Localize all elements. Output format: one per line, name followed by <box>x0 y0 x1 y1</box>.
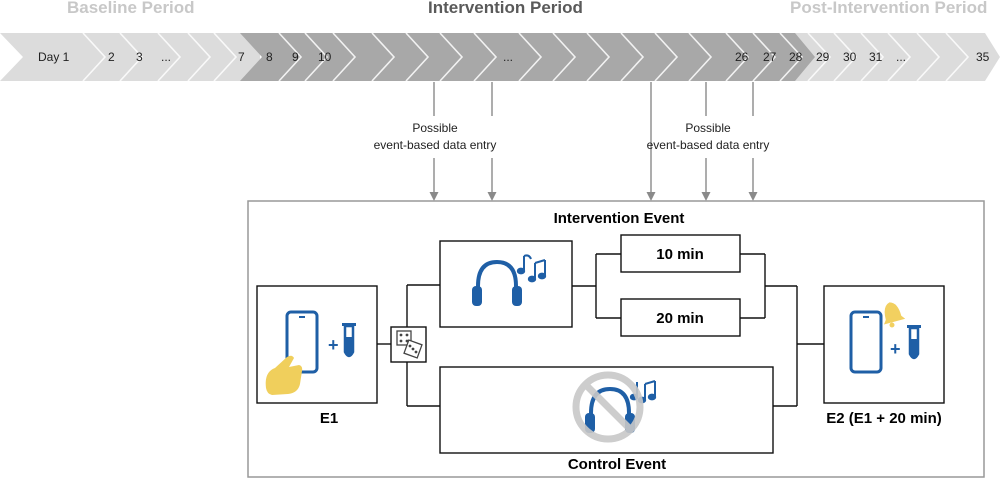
day-label: 27 <box>763 50 777 64</box>
day-label: Day 1 <box>38 50 70 64</box>
day-label: 2 <box>108 50 115 64</box>
prohibited-icon <box>572 371 644 443</box>
duration-20-label: 20 min <box>656 310 704 327</box>
duration-option-10 <box>620 234 741 273</box>
dice-icon <box>390 326 427 363</box>
baseline-period-title: Baseline Period <box>67 0 195 17</box>
intervention-period-title: Intervention Period <box>428 0 583 17</box>
entry-note-right-line2: event-based data entry <box>647 138 770 152</box>
day-ellipsis: ... <box>896 50 906 64</box>
day-label: 35 <box>976 50 990 64</box>
day-label: 9 <box>292 50 299 64</box>
day-ellipsis: ... <box>161 50 171 64</box>
e1-label: E1 <box>320 410 338 427</box>
day-ellipsis: ... <box>503 50 513 64</box>
entry-note-right-line1: Possible <box>685 121 731 135</box>
baseline-band <box>0 33 260 81</box>
day-label: 26 <box>735 50 749 64</box>
e2-box <box>823 285 945 404</box>
duration-10-label: 10 min <box>656 246 704 263</box>
headphones-icon <box>472 259 522 306</box>
post-intervention-band <box>780 33 1000 81</box>
duration-option-20 <box>620 298 741 337</box>
smartphone-icon <box>285 310 319 374</box>
day-label: 10 <box>318 50 332 64</box>
bell-icon <box>883 302 906 328</box>
flow-connectors <box>377 253 824 407</box>
day-label: 8 <box>266 50 273 64</box>
entry-arrows <box>429 82 758 201</box>
e2-label: E2 (E1 + 20 min) <box>826 410 941 427</box>
test-tube-icon <box>342 323 356 358</box>
day-label: 7 <box>238 50 245 64</box>
event-frame <box>247 200 985 478</box>
day-label: 30 <box>843 50 857 64</box>
smartphone-icon <box>849 310 883 374</box>
control-event-title: Control Event <box>568 456 666 473</box>
pointing-hand-icon <box>265 355 303 395</box>
day-label: 31 <box>869 50 883 64</box>
day-chevrons <box>82 32 970 82</box>
music-intervention-box <box>439 240 573 328</box>
day-label: 3 <box>136 50 143 64</box>
entry-note-left-line1: Possible <box>412 121 458 135</box>
test-tube-icon <box>907 325 921 360</box>
post-intervention-period-title: Post-Intervention Period <box>790 0 988 17</box>
day-label: 29 <box>816 50 830 64</box>
entry-note-left-line2: event-based data entry <box>374 138 497 152</box>
day-label: 28 <box>789 50 803 64</box>
music-notes-icon <box>516 254 547 283</box>
plus-icon: + <box>890 339 901 359</box>
plus-icon: + <box>328 335 339 355</box>
intervention-event-title: Intervention Event <box>554 210 685 227</box>
